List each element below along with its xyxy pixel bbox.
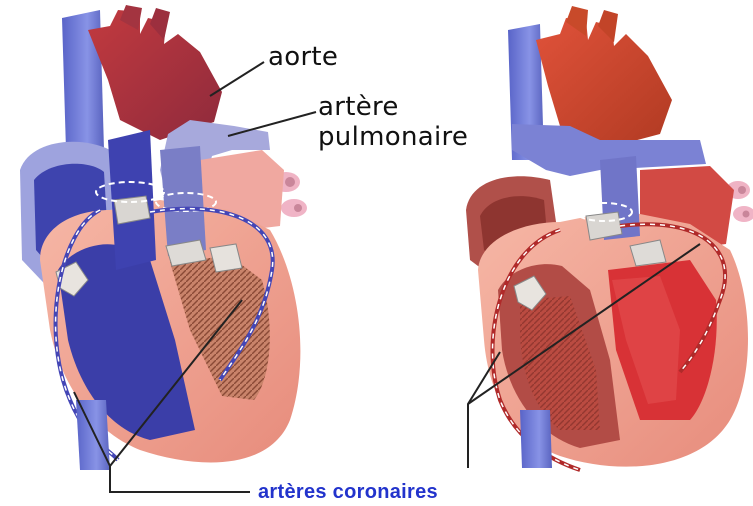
right-heart-illustration <box>466 6 753 470</box>
label-artere-pulmonaire: artère pulmonaire <box>318 92 468 152</box>
label-artere-pulmonaire-line2: pulmonaire <box>318 122 468 152</box>
aorta <box>88 5 222 140</box>
aortic-root <box>160 146 206 256</box>
pointer-artere-pulmonaire <box>228 112 316 136</box>
pointer-aorte <box>210 62 264 96</box>
inferior-vena-cava <box>76 400 110 470</box>
label-aorte: aorte <box>268 42 338 72</box>
label-arteres-coronaires: artères coronaires <box>258 480 438 504</box>
label-artere-pulmonaire-line1: artère <box>318 92 468 122</box>
pointer-coronaires-left <box>110 466 250 492</box>
inferior-vena-cava-right <box>520 410 552 468</box>
